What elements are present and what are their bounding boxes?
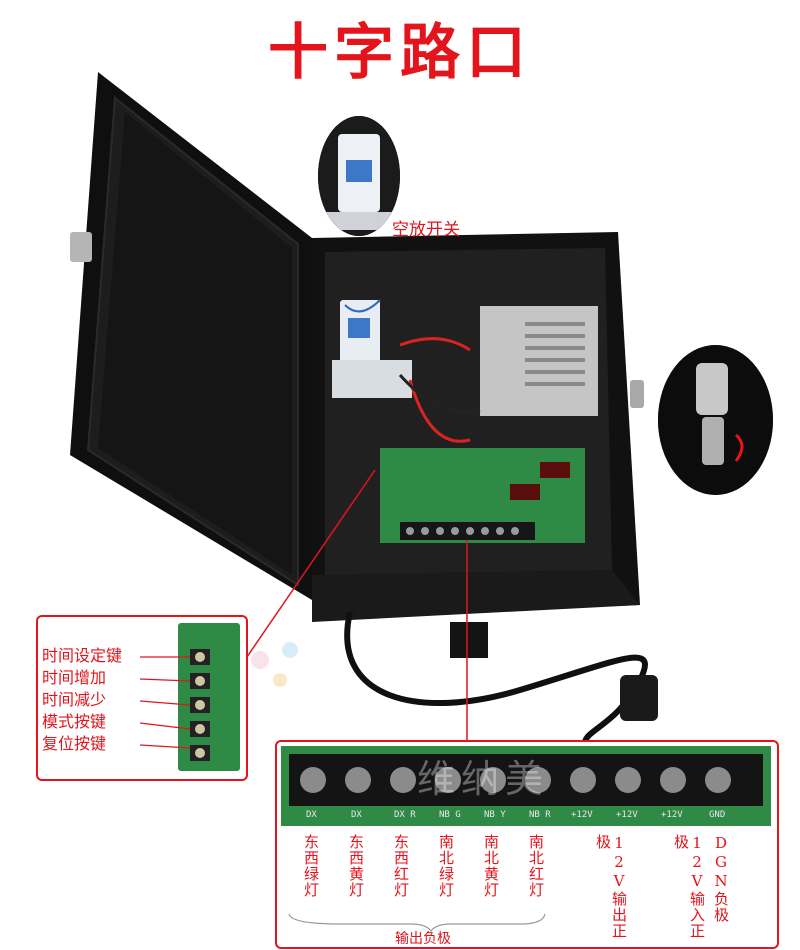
terminal-code: NB G	[439, 810, 461, 820]
breaker-inset	[318, 116, 400, 236]
terminal-block-photo	[281, 746, 771, 826]
label-ew-green: 东西绿灯	[302, 834, 320, 898]
key-label-set-time: 时间设定键	[42, 646, 123, 665]
terminal-code: +12V	[616, 810, 638, 820]
key-label-reset: 复位按键	[42, 734, 107, 753]
key-label-mode: 模式按键	[42, 712, 107, 731]
output-negative-bracket	[288, 913, 546, 932]
terminal-code: DX	[351, 810, 362, 820]
latch-inset	[658, 345, 773, 495]
label-ew-yellow: 东西黄灯	[347, 834, 365, 898]
terminal-code: NB R	[529, 810, 551, 820]
watermark: 维纳美	[417, 757, 550, 801]
latch-inset-photo	[658, 345, 773, 495]
label-ns-yellow: 南北黄灯	[482, 834, 500, 898]
label-output-negative: 输出负极	[395, 931, 451, 947]
terminal-code: DX R	[394, 810, 416, 820]
terminal-code: GND	[709, 810, 726, 820]
breaker-inset-photo	[318, 116, 400, 236]
key-label-time-down: 时间减少	[42, 690, 107, 709]
terminal-screws	[300, 767, 731, 793]
terminal-code: +12V	[571, 810, 593, 820]
terminal-code: DX	[306, 810, 317, 820]
label-ew-red: 东西红灯	[392, 834, 410, 898]
breaker-label: 空放开关	[392, 220, 460, 240]
key-leader-lines	[140, 656, 191, 749]
power-cable	[344, 611, 648, 763]
label-dgn-negative: DGN负极	[712, 834, 730, 923]
label-ns-red: 南北红灯	[527, 834, 545, 898]
key-panel-callout	[36, 615, 248, 781]
label-12v-input-positive: 12V输入正极	[672, 834, 706, 939]
key-board-photo	[178, 623, 240, 771]
key-label-time-up: 时间增加	[42, 668, 107, 687]
terminal-callout: 维纳美 DX DX DX R NB G NB Y NB R +12V +12V …	[275, 740, 779, 949]
terminal-code: +12V	[661, 810, 683, 820]
label-ns-green: 南北绿灯	[437, 834, 455, 898]
label-12v-output-positive: 12V输出正极	[594, 834, 628, 939]
page-title: 十字路口	[268, 18, 532, 88]
terminal-code: NB Y	[484, 810, 506, 820]
